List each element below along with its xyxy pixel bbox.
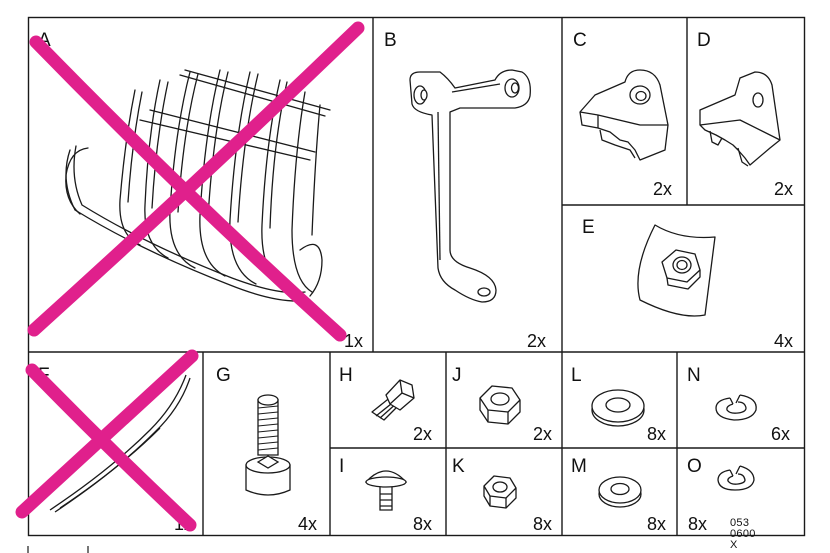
- part-o-letter: O: [687, 456, 702, 477]
- drawing-number: 053 0600 X: [730, 517, 756, 551]
- part-j-qty: 2x: [533, 424, 553, 444]
- part-l-qty: 8x: [647, 424, 667, 444]
- part-j-letter: J: [452, 365, 462, 386]
- part-b-letter: B: [384, 30, 397, 51]
- part-k-qty: 8x: [533, 514, 553, 534]
- part-d-qty: 2x: [774, 179, 794, 199]
- part-l-letter: L: [571, 365, 582, 386]
- part-m-letter: M: [571, 456, 587, 477]
- part-k-letter: K: [452, 456, 465, 477]
- part-g-letter: G: [216, 365, 231, 386]
- part-b-qty: 2x: [527, 331, 547, 351]
- part-c-letter: C: [573, 30, 587, 51]
- part-n-letter: N: [687, 365, 701, 386]
- part-c-qty: 2x: [653, 179, 673, 199]
- part-h-letter: H: [339, 365, 353, 386]
- part-m-qty: 8x: [647, 514, 667, 534]
- part-o-qty: 8x: [688, 514, 708, 534]
- part-e-letter: E: [582, 217, 595, 238]
- part-d-letter: D: [697, 30, 711, 51]
- part-h-qty: 2x: [413, 424, 433, 444]
- part-i-qty: 8x: [413, 514, 433, 534]
- part-i-letter: I: [339, 456, 345, 477]
- part-g-qty: 4x: [298, 514, 318, 534]
- part-e-qty: 4x: [774, 331, 794, 351]
- part-n-qty: 6x: [771, 424, 791, 444]
- part-a-qty: 1x: [344, 331, 364, 351]
